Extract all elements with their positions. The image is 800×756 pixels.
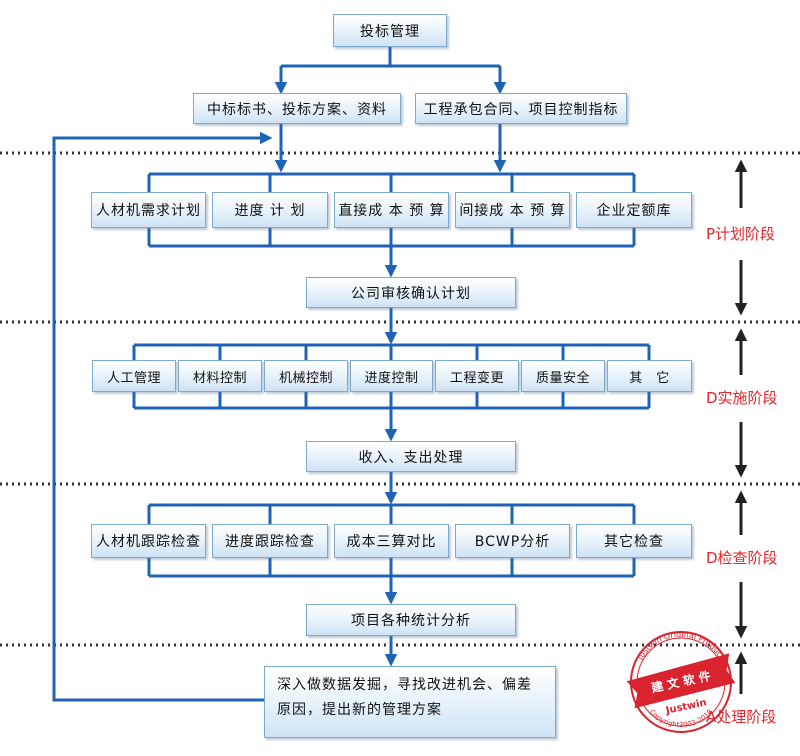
check-item-resource-tracking: 人材机跟踪检查 bbox=[91, 524, 206, 558]
improvement-plan-box: 深入做数据发掘，寻找改进机会、偏差原因，提出新的管理方案 bbox=[264, 666, 556, 738]
phase-label-do: D实施阶段 bbox=[706, 387, 778, 408]
do-item-quality-safety: 质量安全 bbox=[521, 360, 605, 392]
phase-dividers bbox=[0, 151, 800, 647]
company-review-plan-box: 公司审核确认计划 bbox=[306, 277, 516, 308]
flow-lines bbox=[52, 47, 651, 702]
plan-item-indirect-cost-budget: 间接成 本 预 算 bbox=[455, 192, 570, 228]
phase-label-check: D检查阶段 bbox=[706, 547, 778, 568]
do-item-schedule-control: 进度控制 bbox=[350, 360, 433, 392]
contract-control-indicators-box: 工程承包合同、项目控制指标 bbox=[415, 93, 627, 124]
do-item-machinery-control: 机械控制 bbox=[264, 360, 348, 392]
plan-item-schedule: 进度 计 划 bbox=[212, 192, 328, 228]
svg-text:Justwin Original Product: Justwin Original Product bbox=[635, 630, 726, 662]
check-item-cost-comparison: 成本三算对比 bbox=[334, 524, 449, 558]
do-item-labor-management: 人工管理 bbox=[92, 360, 176, 392]
justwin-stamp-logo: Justwin Original Product Copyright2003-2… bbox=[626, 630, 736, 733]
plan-item-direct-cost-budget: 直接成 本 预 算 bbox=[334, 192, 449, 228]
project-statistics-analysis-box: 项目各种统计分析 bbox=[306, 604, 516, 636]
plan-item-enterprise-quota-library: 企业定额库 bbox=[576, 192, 692, 228]
check-item-other-checks: 其它检查 bbox=[576, 524, 692, 558]
phase-label-act: A处理阶段 bbox=[706, 706, 777, 727]
plan-item-resource-requirements: 人材机需求计划 bbox=[91, 192, 206, 228]
do-item-material-control: 材料控制 bbox=[178, 360, 262, 392]
check-item-schedule-tracking: 进度跟踪检查 bbox=[212, 524, 328, 558]
phase-label-plan: P计划阶段 bbox=[706, 223, 776, 244]
do-item-other: 其 它 bbox=[607, 360, 692, 392]
winning-bid-docs-box: 中标标书、投标方案、资料 bbox=[193, 93, 401, 124]
check-item-bcwp-analysis: BCWP分析 bbox=[455, 524, 570, 558]
income-expense-processing-box: 收入、支出处理 bbox=[306, 441, 516, 472]
bid-management-box: 投标管理 bbox=[333, 14, 447, 47]
do-item-engineering-change: 工程变更 bbox=[435, 360, 519, 392]
svg-text:Justwin: Justwin bbox=[664, 697, 708, 717]
